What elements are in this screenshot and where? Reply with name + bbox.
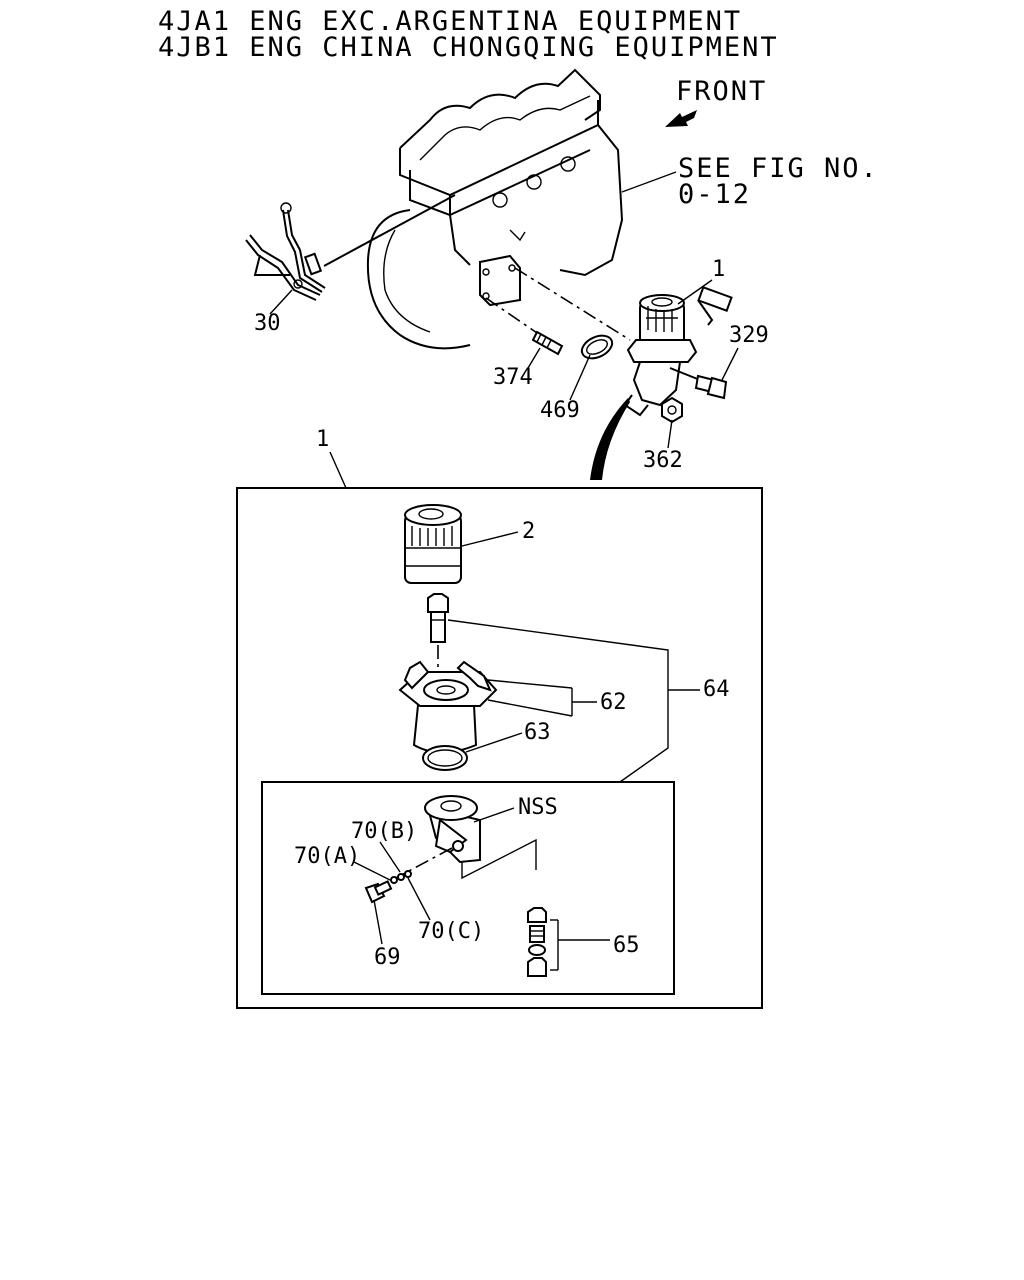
leader-62-b <box>487 699 573 717</box>
filter-element-2 <box>404 504 462 584</box>
head-housing-nss <box>424 795 481 864</box>
detail-box-outer <box>236 487 763 1009</box>
title-line-2: 4JB1 ENG CHINA CHONGQING EQUIPMENT <box>158 32 779 63</box>
leader-70b <box>379 841 401 873</box>
leader-62-a <box>487 679 573 689</box>
stud-374 <box>531 330 564 356</box>
leader-70c <box>407 877 431 921</box>
see-fig-label: SEE FIG NO. <box>678 153 879 184</box>
leader-70a <box>353 861 391 881</box>
washer-70b <box>397 873 405 881</box>
nut-362 <box>661 396 683 424</box>
front-label: FRONT <box>676 76 767 107</box>
callout-469: 469 <box>540 398 580 423</box>
callout-30: 30 <box>254 311 281 336</box>
leader-362 <box>667 419 673 449</box>
callout-2: 2 <box>522 519 535 544</box>
leader-1-top <box>677 279 713 305</box>
filter-head-62 <box>398 660 498 754</box>
leader-374 <box>527 347 541 369</box>
leader-1-box <box>329 451 347 489</box>
callout-70b: 70(B) <box>351 819 417 844</box>
front-arrow-icon <box>665 110 697 127</box>
callout-69: 69 <box>374 945 401 970</box>
callout-65: 65 <box>613 933 640 958</box>
see-fig-number: 0-12 <box>678 179 751 210</box>
callout-62: 62 <box>600 690 627 715</box>
bolt-69 <box>364 880 393 904</box>
fuel-pipe-assembly <box>245 194 456 301</box>
leader-30 <box>269 289 293 315</box>
center-bolt-64 <box>427 593 449 643</box>
leader-63 <box>465 732 523 753</box>
engine-block-drawing <box>366 68 631 350</box>
gasket-469 <box>580 334 614 360</box>
callout-70c: 70(C) <box>418 919 484 944</box>
bolt-329 <box>669 367 728 400</box>
detail-box-inner <box>261 781 675 995</box>
leader-69 <box>373 899 383 945</box>
leader-nss <box>473 807 515 823</box>
see-fig-leader <box>621 171 677 193</box>
callout-64: 64 <box>703 677 730 702</box>
parts-stack-65 <box>527 907 547 977</box>
fuel-filter-assembly-top <box>623 286 733 417</box>
leader-2 <box>461 531 519 547</box>
leader-329 <box>721 347 739 381</box>
callout-1-top: 1 <box>712 257 725 282</box>
leader-64 <box>447 619 669 783</box>
washer-70a <box>390 876 398 884</box>
washer-70c <box>404 870 412 878</box>
callout-70a: 70(A) <box>294 844 360 869</box>
title-line-1: 4JA1 ENG EXC.ARGENTINA EQUIPMENT <box>158 6 742 37</box>
callout-362: 362 <box>643 448 683 473</box>
leader-65-link <box>461 838 537 880</box>
callout-374: 374 <box>493 365 533 390</box>
callout-1-box: 1 <box>316 427 329 452</box>
callout-nss: NSS <box>518 795 558 820</box>
leader-469 <box>569 354 591 401</box>
callout-63: 63 <box>524 720 551 745</box>
detail-pointer-arrow <box>590 398 630 480</box>
callout-329: 329 <box>729 323 769 348</box>
